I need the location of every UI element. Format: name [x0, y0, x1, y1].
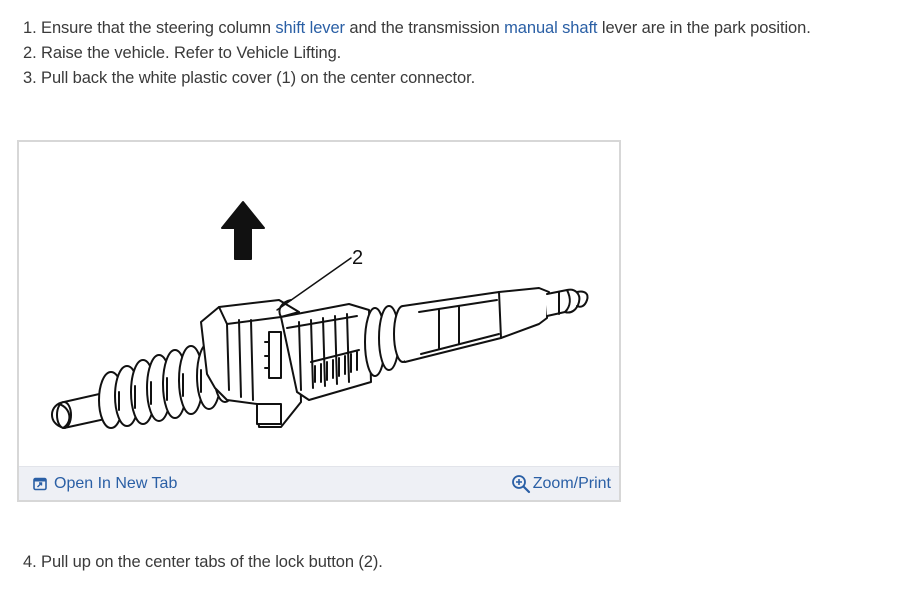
zoom-print-button[interactable]: Zoom/Print — [511, 473, 611, 495]
up-arrow-icon — [221, 201, 265, 260]
step-2: 2. Raise the vehicle. Refer to Vehicle L… — [23, 44, 342, 62]
steering-column-illustration: 2 — [51, 201, 589, 429]
new-tab-icon — [33, 477, 47, 491]
open-in-new-tab-button[interactable]: Open In New Tab — [33, 473, 177, 495]
step-1: 1. Ensure that the steering column shift… — [23, 19, 811, 37]
zoom-print-label: Zoom/Print — [532, 475, 611, 492]
instruction-steps: 1. Ensure that the steering column shift… — [23, 16, 903, 91]
callout-number-2: 2 — [352, 247, 363, 269]
open-in-new-tab-label: Open In New Tab — [54, 475, 178, 492]
step-3: 3. Pull back the white plastic cover (1)… — [23, 69, 476, 87]
step-4: 4. Pull up on the center tabs of the loc… — [23, 553, 383, 571]
shift-lever-link[interactable]: shift lever — [275, 19, 345, 37]
figure-toolbar: Open In New Tab Zoom/Print — [19, 466, 619, 500]
magnifier-plus-icon — [511, 475, 530, 494]
manual-shaft-link[interactable]: manual shaft — [504, 19, 598, 37]
lock-button — [278, 299, 372, 401]
figure-panel: 2 Open In New Tab Zoom/Print — [17, 140, 621, 502]
center-connector — [200, 299, 302, 428]
